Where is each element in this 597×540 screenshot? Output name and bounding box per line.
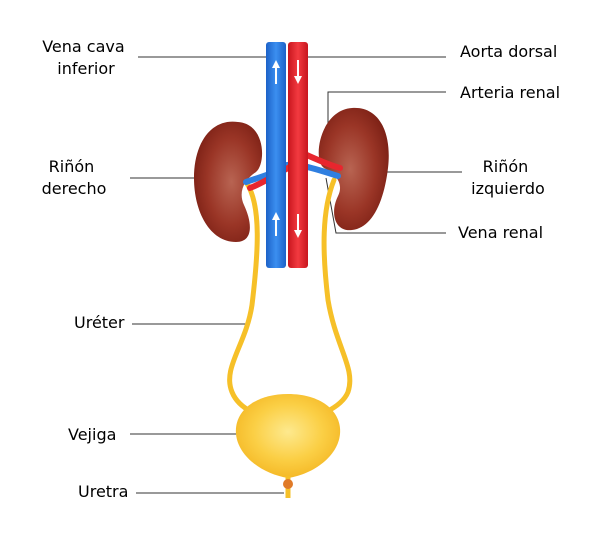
label-vena-cava-line1: Vena cava <box>42 37 124 56</box>
bladder <box>235 394 341 478</box>
urethral-sphincter <box>283 479 293 489</box>
label-rinon-izquierdo: Riñón izquierdo <box>471 157 545 198</box>
vena-cava-vessel <box>266 42 286 268</box>
kidney-left-body <box>318 107 389 231</box>
label-rinon-derecho: Riñón derecho <box>42 157 107 198</box>
kidney-right-body <box>194 121 263 242</box>
arrow-down-icon <box>294 60 302 84</box>
label-rinon-izquierdo-line2: izquierdo <box>471 179 545 198</box>
label-rinon-derecho-line2: derecho <box>42 179 107 198</box>
aorta-vessel <box>288 42 308 268</box>
label-aorta: Aorta dorsal <box>460 42 557 61</box>
arrow-up-icon <box>272 212 280 236</box>
label-uretra: Uretra <box>78 482 128 501</box>
label-vena-cava-line2: inferior <box>57 59 115 78</box>
ureter-right <box>321 177 353 415</box>
label-vena-cava: Vena cava inferior <box>42 37 130 78</box>
ureter-left <box>227 179 260 415</box>
arrow-up-icon <box>272 60 280 84</box>
label-vena-renal: Vena renal <box>458 223 543 242</box>
label-ureter: Uréter <box>74 313 125 332</box>
label-rinon-derecho-line1: Riñón <box>49 157 95 176</box>
arrow-down-icon <box>294 214 302 238</box>
label-rinon-izquierdo-line1: Riñón <box>483 157 529 176</box>
label-vejiga: Vejiga <box>68 425 116 444</box>
ureters <box>227 177 353 415</box>
flow-arrows <box>272 60 302 238</box>
label-arteria-renal: Arteria renal <box>460 83 560 102</box>
